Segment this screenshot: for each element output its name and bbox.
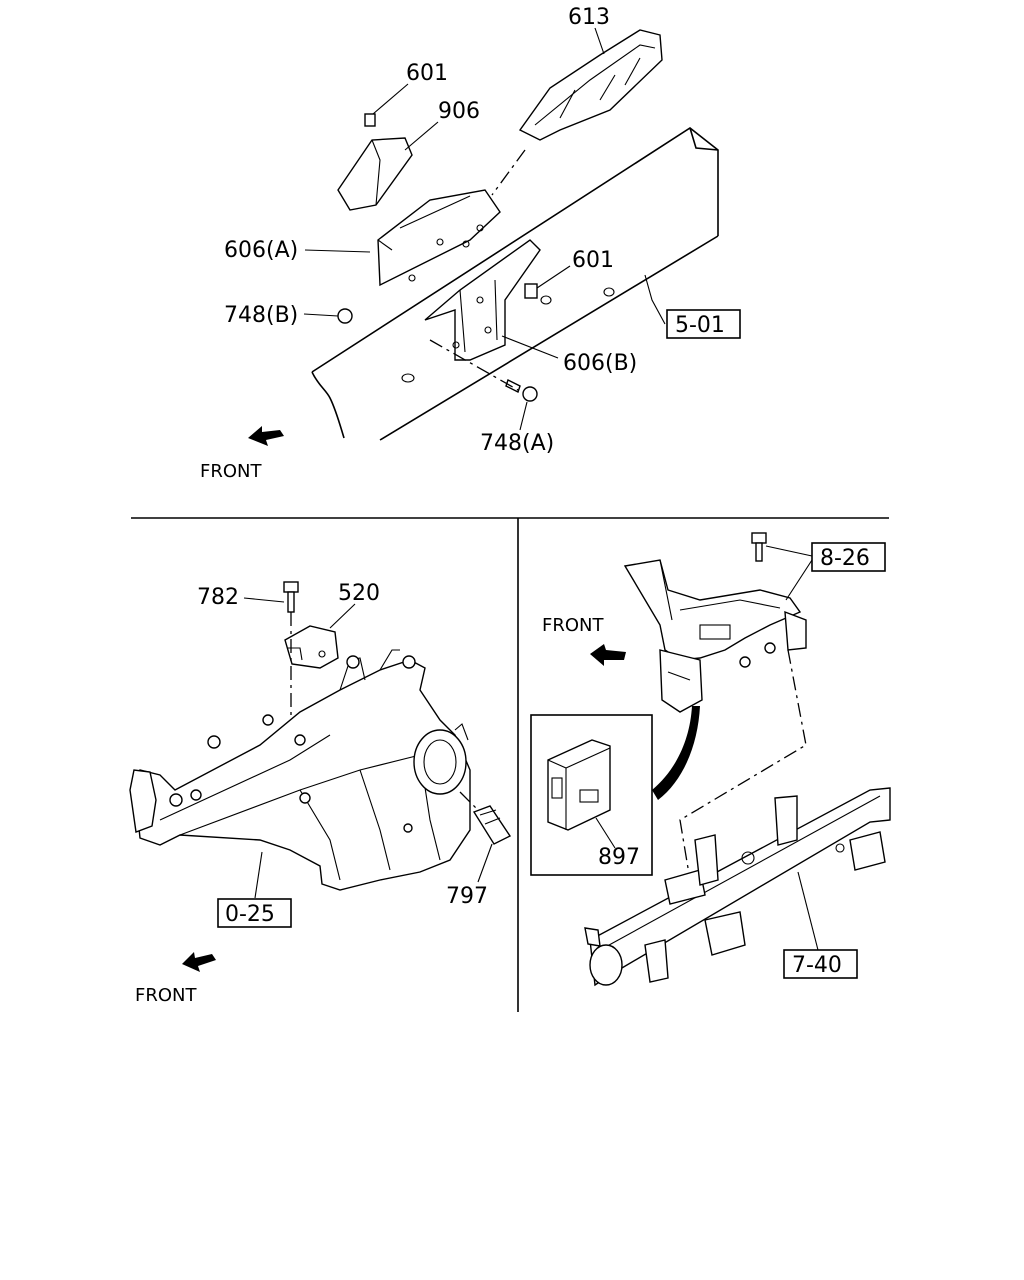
front-arrow-top <box>248 426 284 446</box>
link-bracket-beam <box>679 649 807 881</box>
ref-box-740-label: 7-40 <box>792 953 842 978</box>
ref-box-501 <box>666 309 741 339</box>
leader-740 <box>797 871 819 951</box>
part-613-bracket <box>518 29 663 141</box>
ref-box-025 <box>217 898 292 928</box>
bolt-748a <box>505 379 538 402</box>
part-606a-module <box>377 189 501 287</box>
leader-782 <box>243 597 285 603</box>
leader-025 <box>254 851 263 899</box>
leader-826b <box>785 559 813 601</box>
label-906: 906 <box>438 99 480 124</box>
leader-797-dash <box>459 791 477 809</box>
part-897-ecu <box>547 739 611 831</box>
inset-box-897 <box>530 714 653 876</box>
leader-520 <box>329 603 356 629</box>
frame-rail <box>311 127 719 441</box>
leader-501 <box>644 274 666 325</box>
leader-797 <box>477 843 493 883</box>
part-520-sensor <box>284 625 339 669</box>
label-897: 897 <box>598 845 640 870</box>
label-520: 520 <box>338 581 380 606</box>
cross-beam <box>584 787 891 987</box>
ref-box-826-label: 8-26 <box>820 546 870 571</box>
bolt-826 <box>751 532 767 562</box>
leader-606a <box>304 249 371 253</box>
intake-manifold <box>129 649 471 891</box>
part-782-bolt <box>283 581 299 613</box>
label-606a: 606(A) <box>224 238 298 263</box>
label-748b: 748(B) <box>224 303 298 328</box>
bottom-left-section: 782 520 797 0-25 FRONT <box>129 581 512 1006</box>
ref-box-740 <box>783 949 858 979</box>
leader-606b <box>501 335 559 359</box>
leader-906 <box>404 121 439 151</box>
part-906-cover <box>337 137 413 211</box>
inset-link-arrow <box>652 706 700 800</box>
ecu-mount-bracket <box>623 559 807 713</box>
label-606b: 606(B) <box>563 351 637 376</box>
label-748a: 748(A) <box>480 431 554 456</box>
label-601-top: 601 <box>406 61 448 86</box>
ref-box-501-label: 5-01 <box>675 313 725 338</box>
leader-601a <box>372 83 409 115</box>
leader-826 <box>765 545 813 557</box>
bolt-748b <box>337 308 353 324</box>
front-arrow-bottom-right <box>590 644 626 666</box>
front-arrow-bottom-left <box>182 952 216 972</box>
nut-601-right <box>524 283 538 299</box>
leader-module-dash <box>429 339 519 391</box>
leader-748a <box>519 401 528 431</box>
ref-box-025-label: 0-25 <box>225 902 275 927</box>
leader-613-ecu <box>491 149 526 196</box>
part-606b-bracket <box>424 239 541 361</box>
front-label-bottom-left: FRONT <box>135 985 197 1006</box>
ref-box-826 <box>811 542 886 572</box>
label-613: 613 <box>568 5 610 30</box>
label-601-right: 601 <box>572 248 614 273</box>
bottom-right-section: 8-26 FRONT 897 <box>530 532 891 987</box>
front-label-bottom-right: FRONT <box>542 615 604 636</box>
leader-748b <box>303 313 339 317</box>
top-section: 613 601 906 606(A) 601 748(B) 606(B) 748… <box>200 5 741 482</box>
label-782: 782 <box>197 585 239 610</box>
bolt-601-top <box>364 113 376 127</box>
front-label-top: FRONT <box>200 461 262 482</box>
leader-613 <box>594 27 605 55</box>
label-797: 797 <box>446 884 488 909</box>
leader-601b <box>536 265 571 289</box>
part-797-sensor <box>472 805 512 845</box>
leader-897 <box>595 817 616 849</box>
